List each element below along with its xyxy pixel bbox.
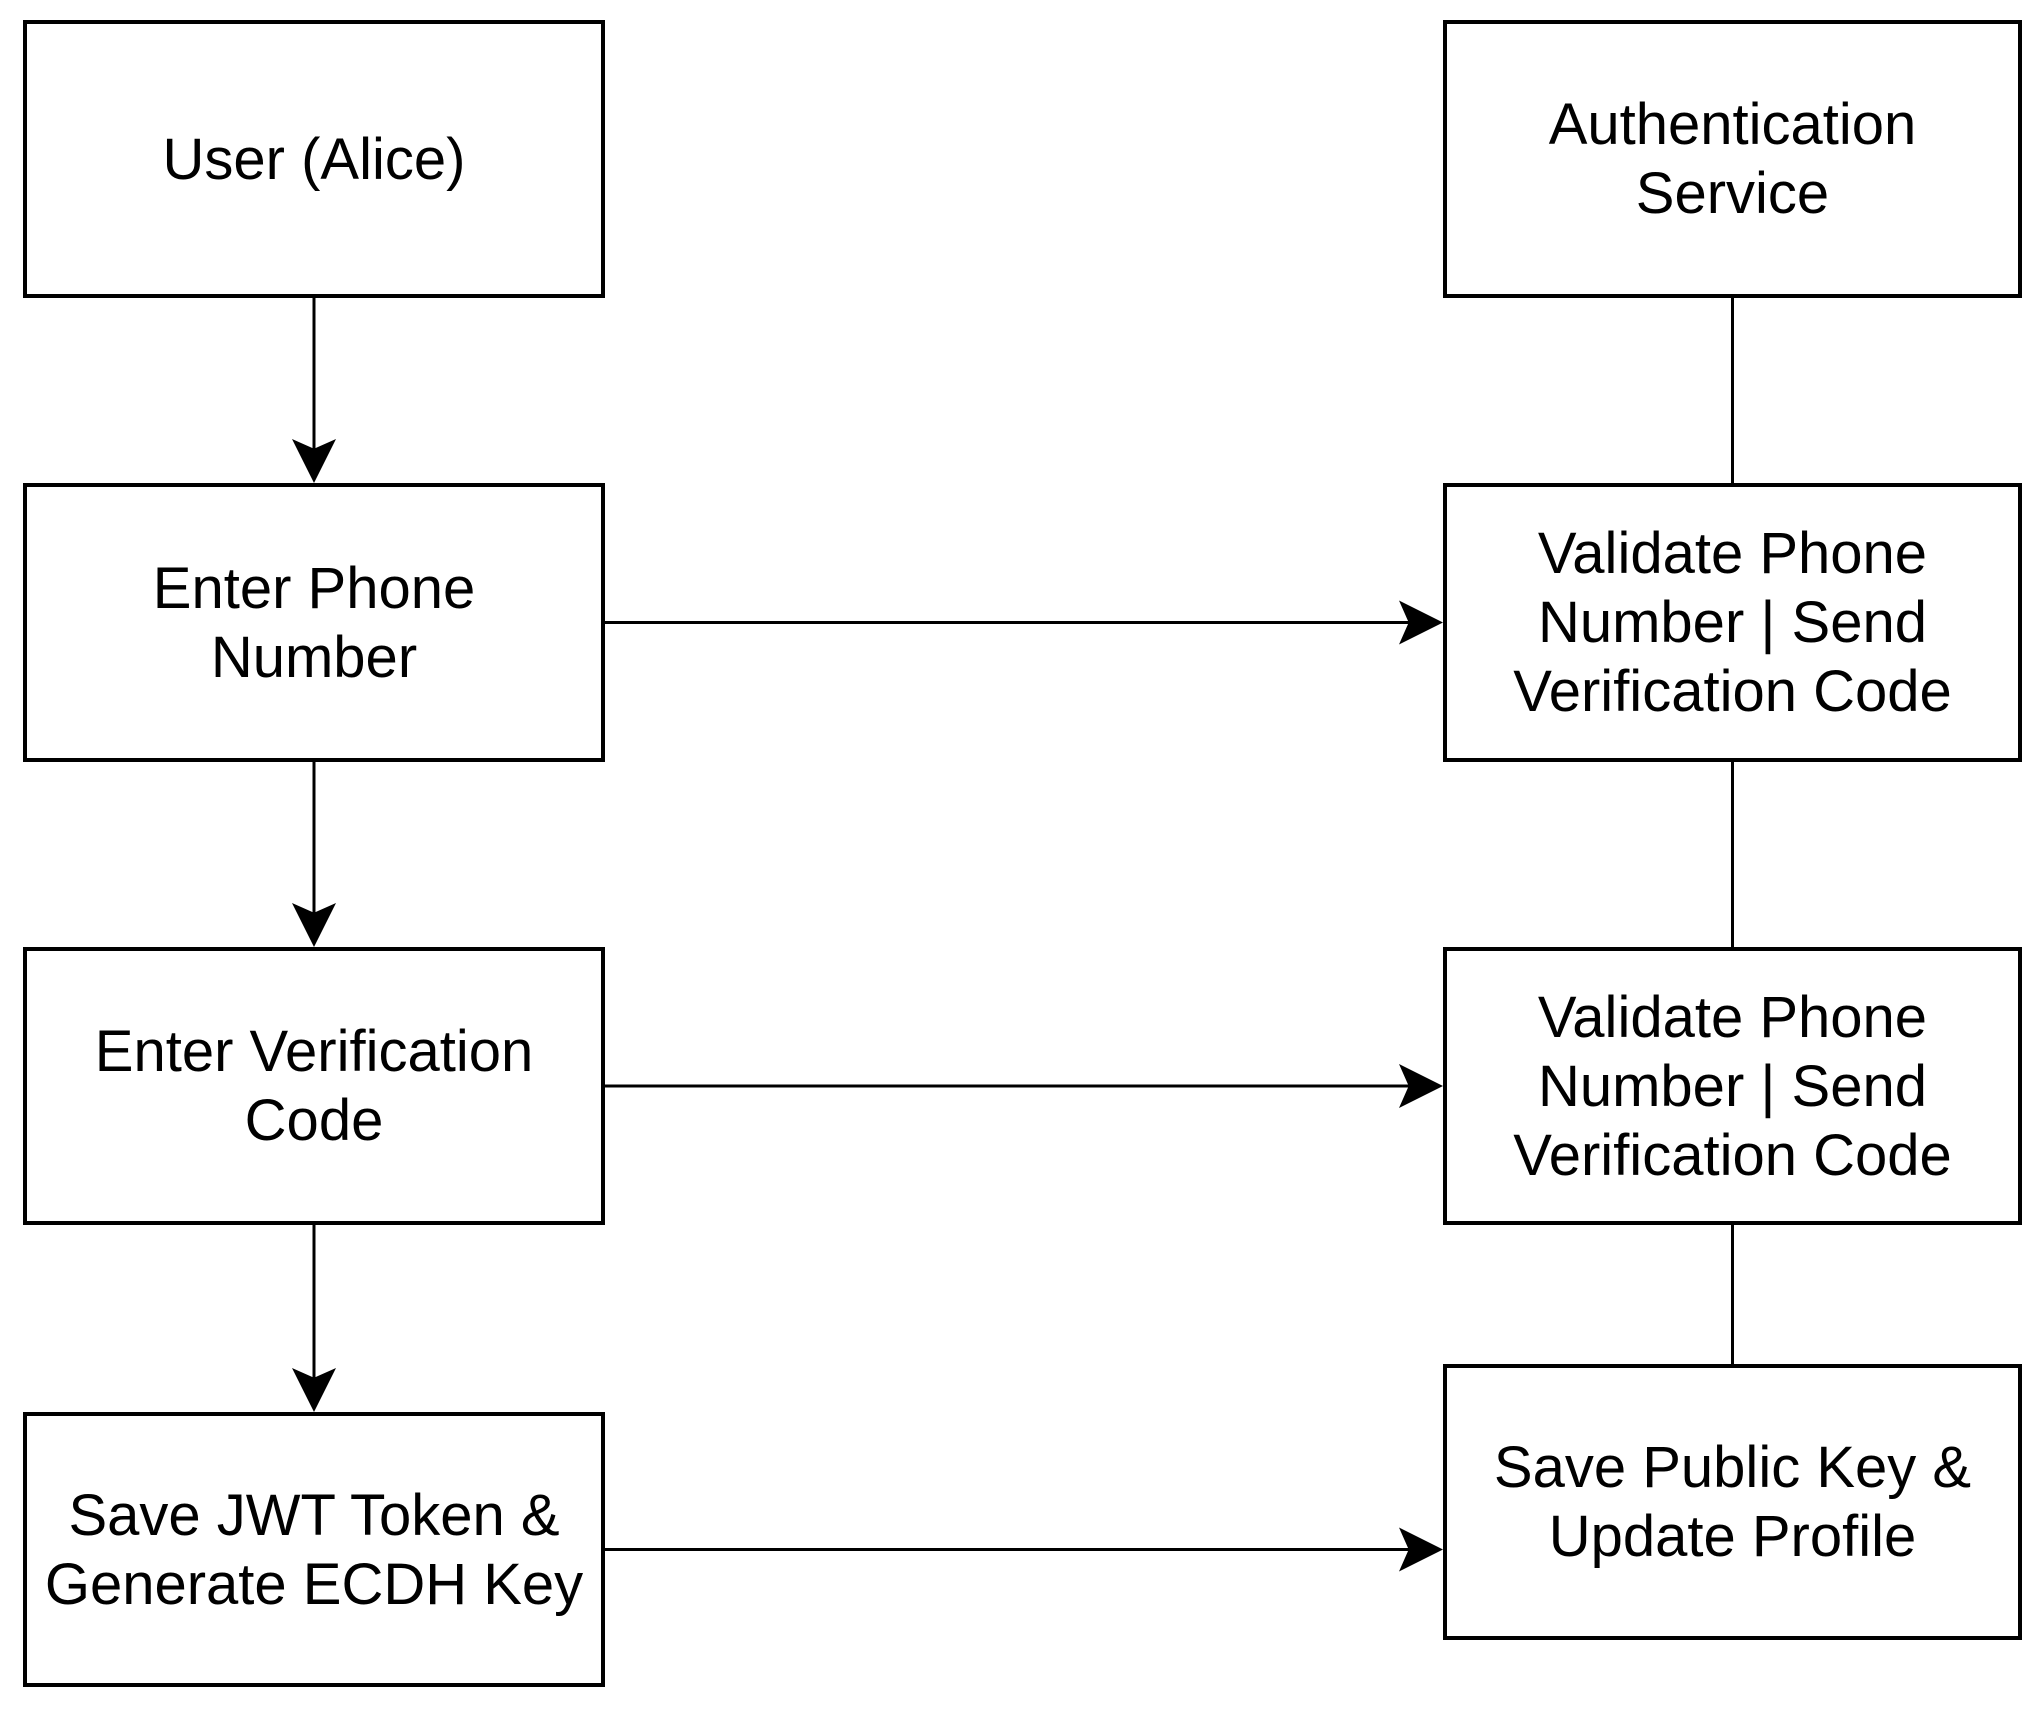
node-label: Enter Verification Code [94,1019,534,1153]
node-label: Validate Phone Number | Send Verificatio… [1513,521,1952,724]
node-enter-phone-number: Enter Phone Number [23,483,605,762]
node-label: Enter Phone Number [152,555,476,690]
edge-user-to-enter_phone-arrowhead [292,439,336,483]
node-save-public-key-update-profile: Save Public Key & Update Profile [1443,1364,2022,1640]
edge-enter_phone-to-enter_code-arrowhead [292,903,336,947]
edge-enter_phone-to-validate_1-arrowhead [1399,600,1443,645]
node-authentication-service: Authentication Service [1443,20,2022,298]
node-save-jwt-token-generate-ecdh-key: Save JWT Token & Generate ECDH Key [23,1412,605,1687]
edge-enter_code-to-validate_2-arrowhead [1399,1064,1443,1108]
node-validate-phone-send-code-1: Validate Phone Number | Send Verificatio… [1443,483,2022,762]
node-label: Save Public Key & Update Profile [1493,1435,1972,1569]
node-label: User (Alice) [162,126,466,192]
node-validate-phone-send-code-2: Validate Phone Number | Send Verificatio… [1443,947,2022,1225]
node-user-alice: User (Alice) [23,20,605,298]
node-enter-verification-code: Enter Verification Code [23,947,605,1225]
node-label: Authentication Service [1548,92,1917,226]
node-label: Validate Phone Number | Send Verificatio… [1513,984,1952,1188]
edge-save_jwt-to-save_public-arrowhead [1399,1527,1443,1572]
edge-enter_code-to-save_jwt-arrowhead [292,1368,336,1412]
node-label: Save JWT Token & Generate ECDH Key [44,1482,584,1617]
